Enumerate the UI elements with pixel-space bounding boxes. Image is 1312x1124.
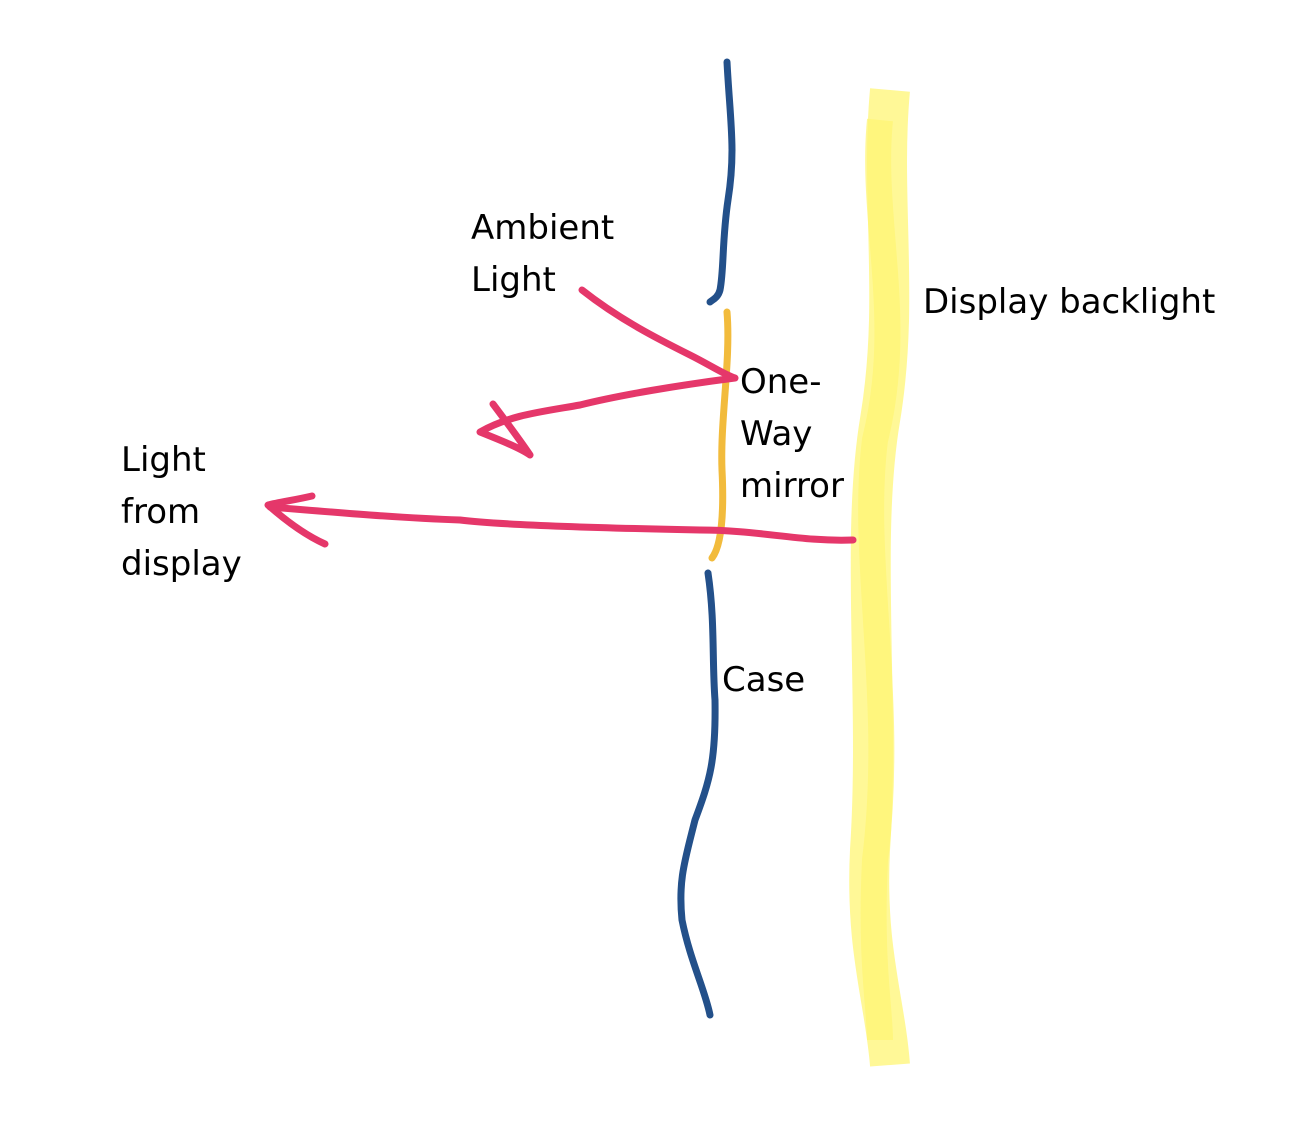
display-light-arrow [264,492,857,548]
display-backlight [849,88,910,1067]
case-bottom [677,569,719,1019]
label-case: Case [722,660,806,700]
case-top [706,58,736,306]
label-ambient-light: Ambient Light [471,208,615,300]
label-light-from-display: Light from display [121,440,242,584]
one-way-mirror [708,308,732,562]
ambient-light-arrow [476,286,739,459]
label-display-backlight: Display backlight [923,282,1216,322]
label-one-way-mirror: One- Way mirror [740,362,844,506]
